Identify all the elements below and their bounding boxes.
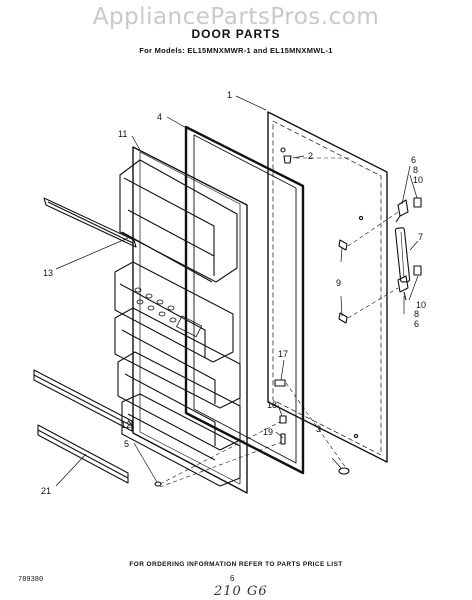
dairy-compartment-dots xyxy=(134,287,203,338)
page-title: DOOR PARTS xyxy=(191,27,281,41)
outer-door-panel xyxy=(267,111,388,463)
callout-1: 1 xyxy=(227,90,232,100)
door-shelf-bar-middle xyxy=(33,369,133,432)
callout-11: 11 xyxy=(118,129,127,139)
callout-17: 17 xyxy=(278,349,288,359)
callout-10-lower: 10 xyxy=(416,300,426,310)
callout-labels: 1 2 3 4 5 6 6 7 8 8 9 10 10 11 12 13 17 … xyxy=(41,90,426,496)
callout-13: 13 xyxy=(43,268,53,278)
callout-8-lower: 8 xyxy=(414,309,419,319)
door-shelf-bar-bottom xyxy=(37,424,129,484)
callout-4: 4 xyxy=(157,112,162,122)
callout-6-lower: 6 xyxy=(414,319,419,329)
page-number: 6 xyxy=(230,574,235,583)
callout-21: 21 xyxy=(41,486,51,496)
assembly-lines xyxy=(159,157,399,488)
door-handle xyxy=(394,227,411,283)
watermark: AppliancePartsPros.com xyxy=(92,4,380,30)
handwritten-note: 210 G6 xyxy=(214,584,268,599)
callout-3: 3 xyxy=(316,424,321,434)
document-code: 789380 xyxy=(18,576,44,584)
callout-19: 19 xyxy=(263,427,273,437)
hinge-hardware-upper xyxy=(395,197,422,223)
callout-8-upper: 8 xyxy=(413,165,418,175)
callout-18: 18 xyxy=(267,400,277,410)
fastener-parts xyxy=(154,155,350,487)
models-line: For Models: EL15MNXMWR-1 and EL15MNXMWL-… xyxy=(139,46,333,55)
callout-9: 9 xyxy=(336,278,341,288)
callout-2: 2 xyxy=(308,151,313,161)
callout-5: 5 xyxy=(124,439,129,449)
leader-lines xyxy=(55,95,419,487)
callout-10-upper: 10 xyxy=(413,175,423,185)
callout-12: 12 xyxy=(121,420,131,430)
door-shelf-bar-top xyxy=(43,197,137,248)
callout-7: 7 xyxy=(418,232,423,242)
ordering-note: FOR ORDERING INFORMATION REFER TO PARTS … xyxy=(129,561,343,568)
hinge-hardware-lower xyxy=(397,265,422,301)
callout-6-upper: 6 xyxy=(411,155,416,165)
door-liner xyxy=(114,146,248,494)
